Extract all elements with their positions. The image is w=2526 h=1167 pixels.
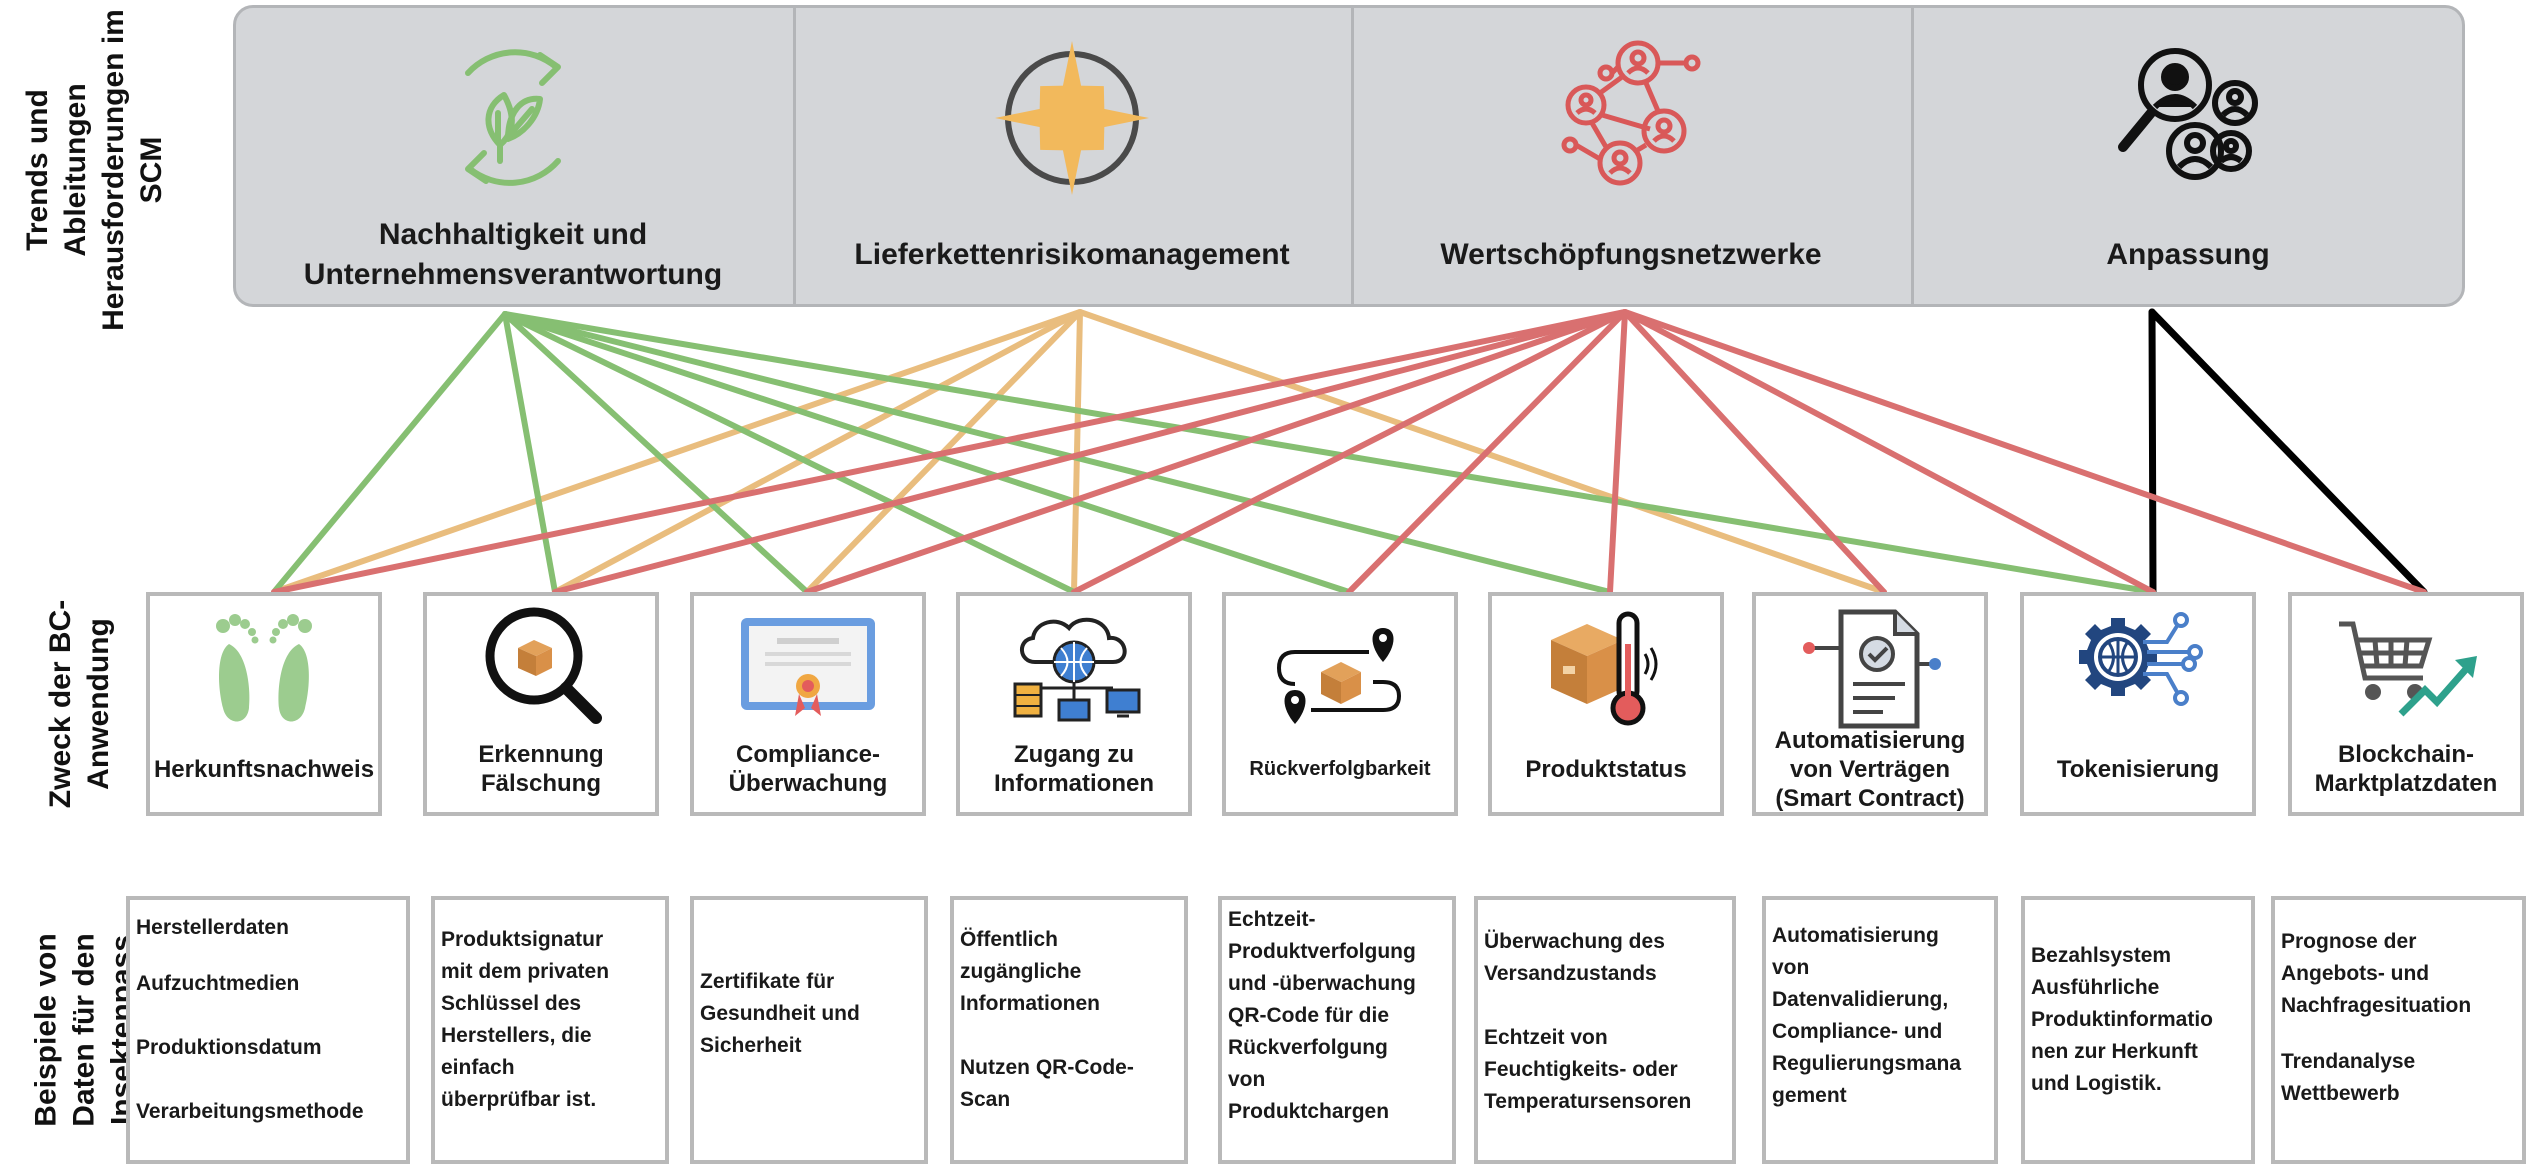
application-label: Erkennung Fälschung: [478, 741, 604, 797]
application-label: Blockchain- Marktplatzdaten: [2314, 741, 2498, 797]
example-item: Nutzen QR-Code- Scan: [960, 1056, 1134, 1111]
trend-sustainability: Nachhaltigkeit und Unternehmensverantwor…: [233, 5, 793, 307]
application-marktplatzdaten: Blockchain- Marktplatzdaten: [2288, 592, 2524, 816]
connection-line-sustainability: [271, 311, 508, 595]
example-erkennung-faelschung: Produktsignatur mit dem privaten Schlüss…: [431, 896, 669, 1164]
trends-bar: [233, 5, 2465, 307]
application-label: Compliance- Überwachung: [728, 741, 888, 797]
connection-line-sustainability: [502, 311, 1077, 595]
trend-label: Anpassung: [2106, 238, 2270, 271]
connection-line-sustainability: [502, 311, 558, 595]
smart-contract-icon: [1803, 609, 1941, 729]
footprints-icon: [216, 614, 312, 722]
connection-line-networks: [1346, 309, 1628, 595]
application-label: Automatisierung von Verträgen (Smart Con…: [1774, 726, 1966, 812]
example-compliance: Zertifikate für Gesundheit und Sicherhei…: [690, 896, 928, 1164]
connection-line-networks: [804, 309, 1628, 595]
connection-line-adaptation: [2148, 308, 2428, 596]
application-label: Produktstatus: [1525, 755, 1687, 783]
box-thermometer-icon: [1551, 611, 1658, 726]
example-item: Produktsignatur mit dem privaten Schlüss…: [441, 928, 610, 1111]
connection-line-sustainability: [502, 311, 810, 595]
divider: [793, 5, 796, 307]
example-item: Aufzuchtmedien: [136, 972, 300, 995]
example-item: Bezahlsystem Ausführliche Produktinforma…: [2031, 944, 2213, 1095]
connection-line-networks: [1622, 309, 1887, 595]
application-smart-contract: Automatisierung von Verträgen (Smart Con…: [1752, 592, 1988, 816]
application-produktstatus: Produktstatus: [1488, 592, 1724, 816]
connection-line-sustainability: [502, 311, 1352, 595]
connection-line-risk: [552, 309, 1083, 595]
connection-line-networks: [271, 309, 1628, 595]
example-produktstatus: Überwachung des Versandzustands Echtzeit…: [1474, 896, 1736, 1164]
application-label: Zugang zu Informationen: [994, 741, 1154, 797]
divider: [1911, 5, 1914, 307]
example-item: Prognose der Angebots- und Nachfragesitu…: [2281, 930, 2472, 1017]
people-search-icon: [2118, 48, 2258, 180]
example-rueckverfolgbarkeit: Echtzeit- Produktverfolgung und -überwac…: [1218, 896, 1456, 1164]
application-label: Tokenisierung: [2056, 755, 2220, 783]
example-item: Echtzeit von Feuchtigkeits- oder Tempera…: [1484, 1026, 1692, 1113]
example-herkunftsnachweis: Herstellerdaten Aufzuchtmedien Produktio…: [126, 896, 410, 1164]
application-zugang-informationen: Zugang zu Informationen: [956, 592, 1192, 816]
connection-line-risk: [1071, 309, 1083, 595]
application-label: Rückverfolgbarkeit: [1249, 757, 1431, 780]
example-item: Automatisierung von Datenvalidierung, Co…: [1772, 924, 1962, 1107]
network-people-icon: [1561, 40, 1701, 186]
example-item: Produktionsdatum: [136, 1036, 322, 1059]
cloud-network-icon: [1013, 617, 1141, 722]
cart-trend-icon: [2339, 621, 2477, 717]
compass-star-icon: [995, 41, 1149, 195]
example-marktplatzdaten: Prognose der Angebots- und Nachfragesitu…: [2271, 896, 2526, 1164]
example-item: Echtzeit- Produktverfolgung und -überwac…: [1228, 908, 1416, 1123]
example-item: Trendanalyse Wettbewerb: [2281, 1050, 2416, 1105]
example-zugang-informationen: Öffentlich zugängliche Informationen Nut…: [950, 896, 1188, 1164]
example-item: Verarbeitungsmethode: [136, 1100, 364, 1123]
divider: [1351, 5, 1354, 307]
connection-line-risk: [271, 309, 1083, 595]
application-rueckverfolgbarkeit: Rückverfolgbarkeit: [1222, 592, 1458, 816]
connection-line-risk: [1077, 309, 1887, 595]
tracking-route-icon: [1276, 628, 1402, 724]
example-smart-contract: Automatisierung von Datenvalidierung, Co…: [1762, 896, 1998, 1164]
connection-line-sustainability: [502, 311, 2156, 595]
example-item: Öffentlich zugängliche Informationen: [960, 928, 1100, 1015]
connection-line-networks: [1607, 309, 1628, 595]
trend-label: Nachhaltigkeit und Unternehmensverantwor…: [303, 218, 723, 291]
trend-label: Lieferkettenrisikomanagement: [854, 238, 1290, 271]
connection-line-sustainability: [502, 311, 1613, 595]
magnifier-box-icon: [485, 607, 602, 724]
leaf-cycle-icon: [465, 49, 561, 186]
application-herkunftsnachweis: Herkunftsnachweis: [146, 592, 382, 816]
trend-label: Wertschöpfungsnetzwerke: [1440, 238, 1822, 271]
connection-line-networks: [1622, 309, 2156, 595]
gear-globe-icon: [2079, 612, 2203, 706]
example-tokenisierung: Bezahlsystem Ausführliche Produktinforma…: [2021, 896, 2255, 1164]
connection-line-networks: [1071, 309, 1628, 595]
application-compliance: Compliance- Überwachung: [690, 592, 926, 816]
example-item: Überwachung des Versandzustands: [1484, 930, 1665, 985]
example-item: Zertifikate für Gesundheit und Sicherhei…: [700, 970, 860, 1057]
example-item: Herstellerdaten: [136, 916, 289, 939]
trend-networks: Wertschöpfungsnetzwerke: [1351, 5, 1911, 307]
connection-line-networks: [1622, 309, 2427, 595]
trend-adaptation: Anpassung: [1911, 5, 2465, 307]
trend-risk: Lieferkettenrisikomanagement: [793, 5, 1351, 307]
certificate-icon: [741, 618, 875, 716]
application-tokenisierung: Tokenisierung: [2020, 592, 2256, 816]
connection-line-adaptation: [2148, 308, 2157, 596]
application-label: Herkunftsnachweis: [153, 755, 375, 783]
connection-line-networks: [552, 309, 1628, 595]
application-erkennung-faelschung: Erkennung Fälschung: [423, 592, 659, 816]
